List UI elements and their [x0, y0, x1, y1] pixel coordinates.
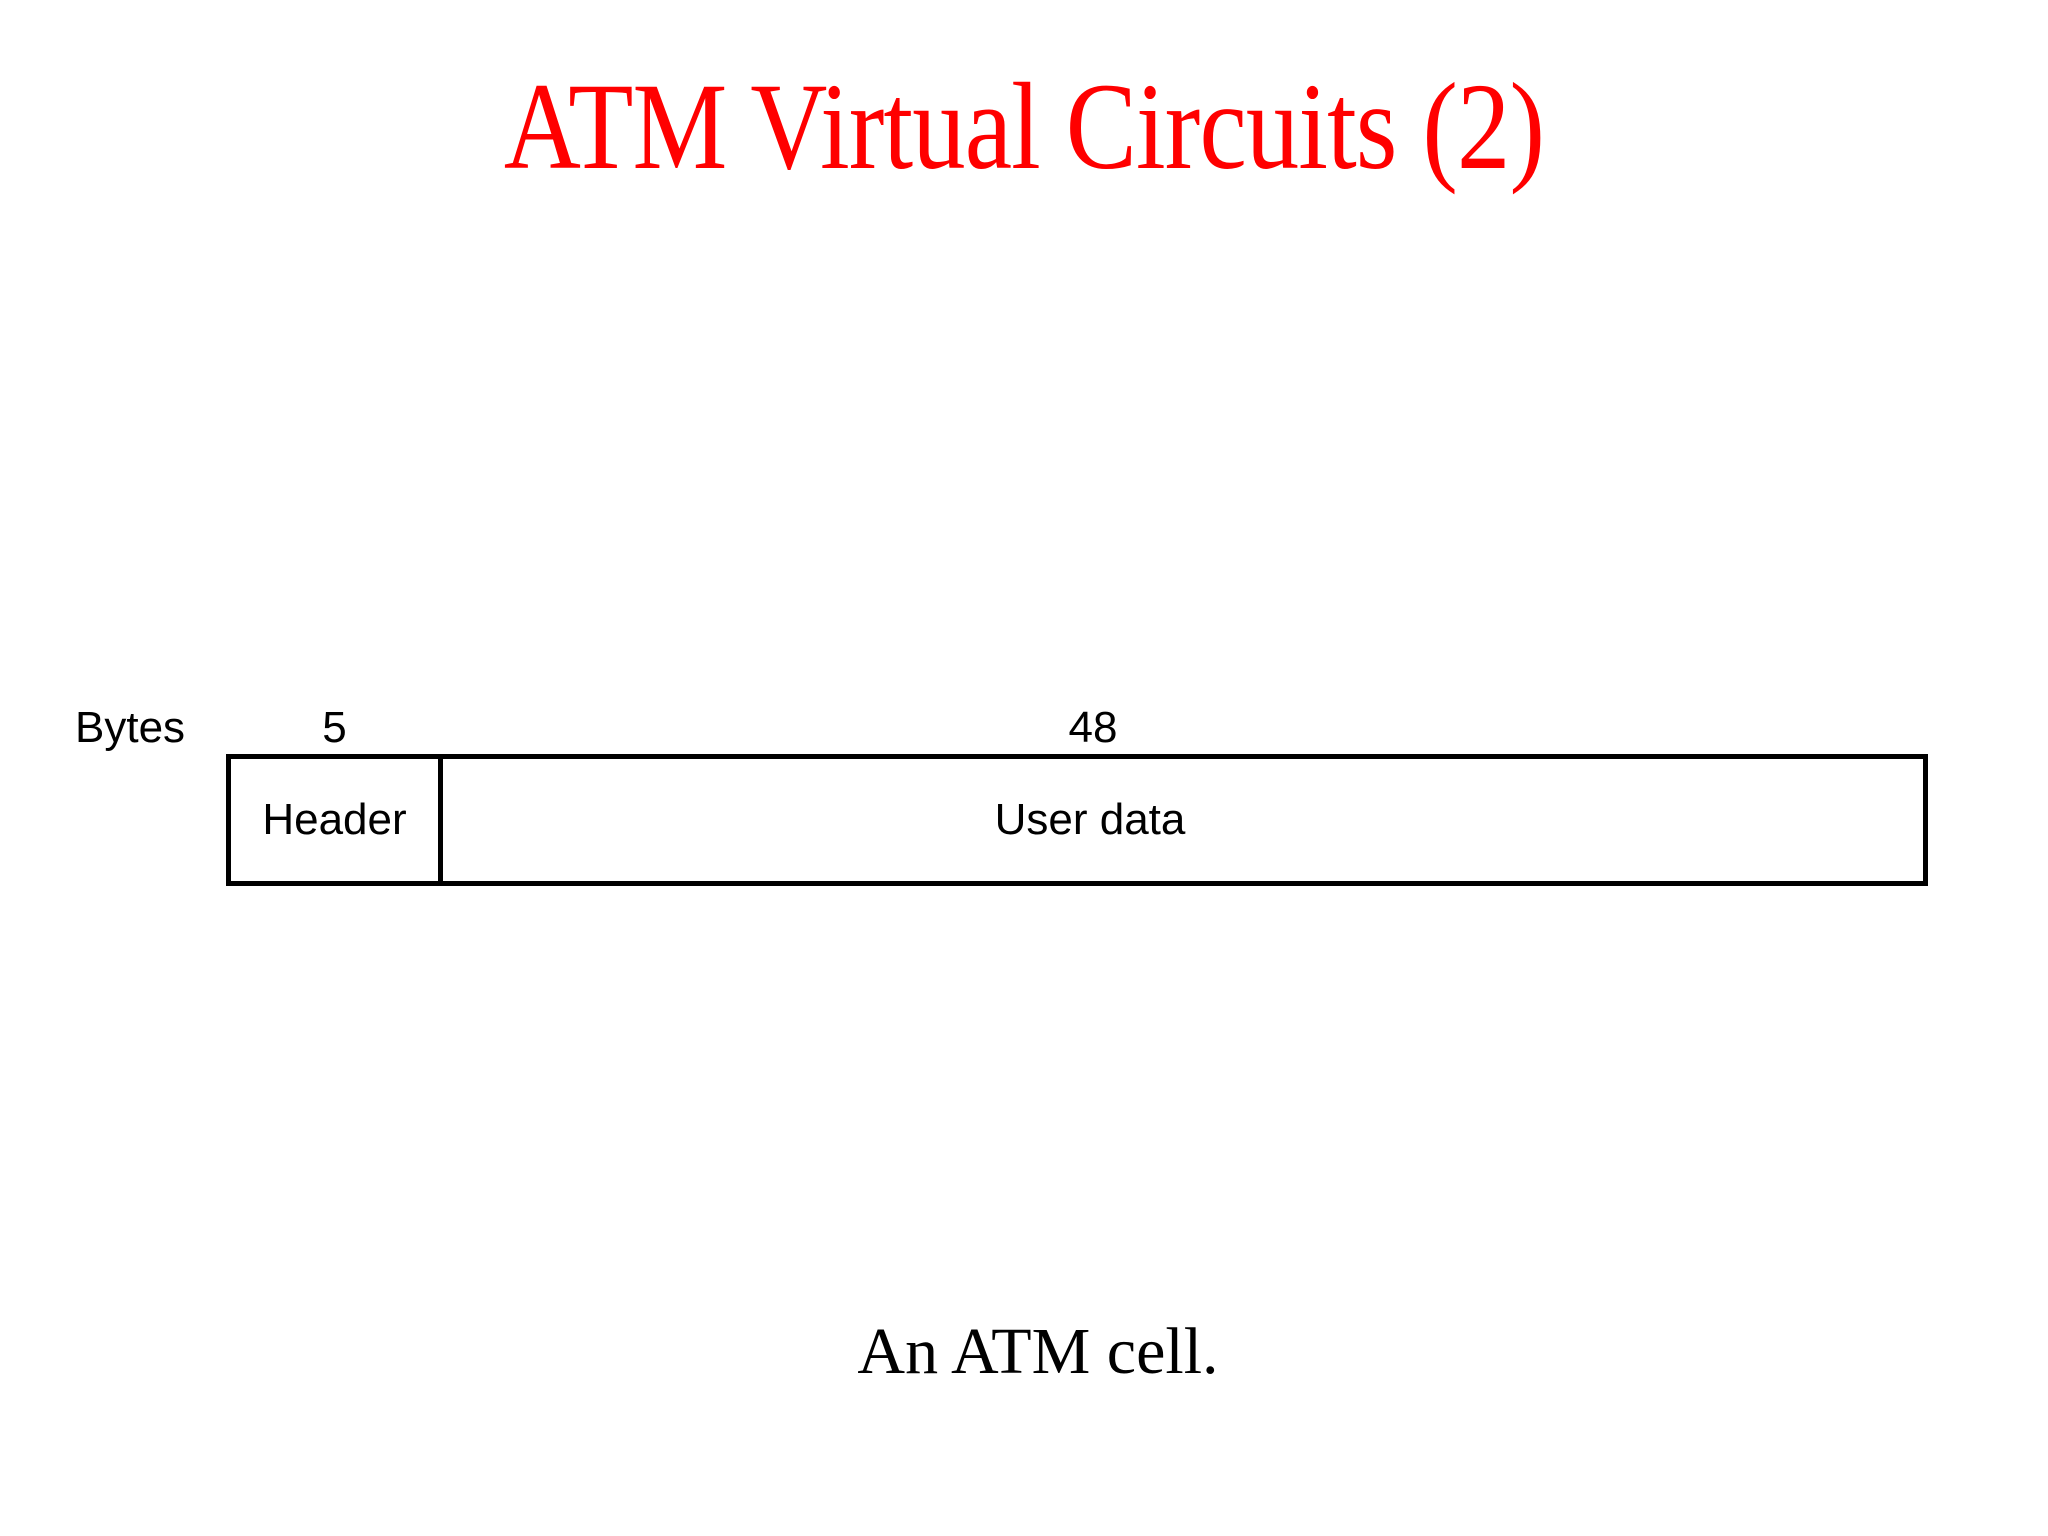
- bytes-unit-label: Bytes: [75, 703, 186, 752]
- figure-caption: An ATM cell.: [857, 1315, 1219, 1388]
- page-title: ATM Virtual Circuits (2): [503, 58, 1545, 195]
- atm-cell-box: Header User data: [226, 754, 1928, 886]
- cell-field-user-data: User data: [994, 795, 1186, 844]
- user-data-size-label: 48: [1068, 703, 1118, 752]
- cell-field-header: Header: [231, 759, 443, 881]
- header-size-label: 5: [322, 703, 347, 752]
